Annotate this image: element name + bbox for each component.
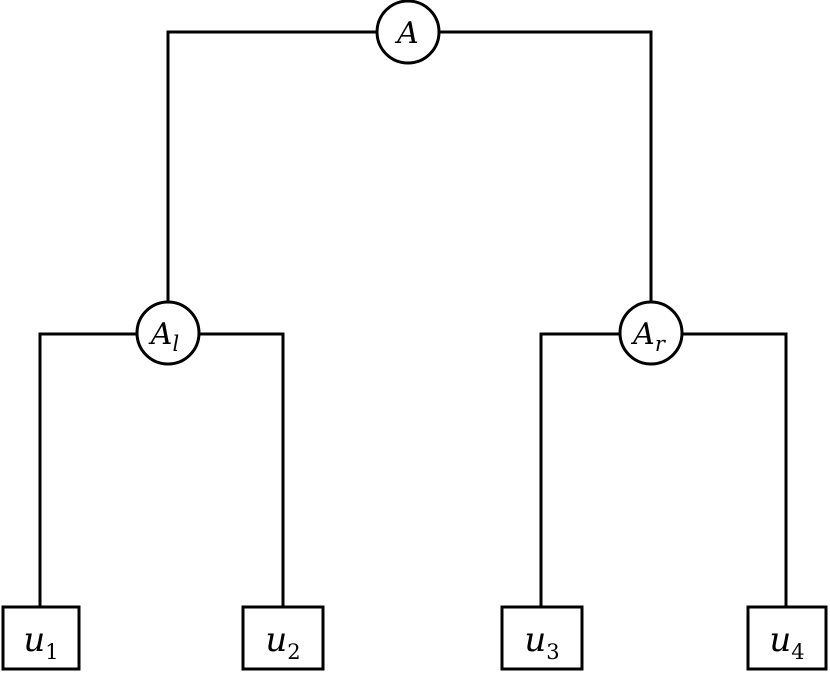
root-node: A xyxy=(375,0,441,65)
svg-text:u4: u4 xyxy=(769,620,804,664)
internal-node-left-subscript: l xyxy=(172,332,179,356)
svg-text:u2: u2 xyxy=(265,620,300,664)
leaf-u3-label: u xyxy=(524,620,546,660)
edge-root-to-right xyxy=(438,30,653,318)
svg-text:A: A xyxy=(394,16,419,51)
internal-node-left-label: A xyxy=(148,317,173,352)
leaf-node-u3: u3 xyxy=(500,605,584,671)
leaf-node-u4: u4 xyxy=(746,605,828,671)
svg-text:Ar: Ar xyxy=(630,317,667,356)
edge-right-to-u4 xyxy=(681,332,788,608)
edge-right-to-u3 xyxy=(539,332,622,608)
internal-node-left: Al xyxy=(135,300,201,366)
leaf-u3-subscript: 3 xyxy=(546,640,559,664)
internal-node-right-label: A xyxy=(630,317,655,352)
edge-root-to-left xyxy=(166,30,378,318)
internal-node-right-subscript: r xyxy=(655,332,667,356)
svg-text:Al: Al xyxy=(148,317,179,356)
svg-text:u3: u3 xyxy=(524,620,559,664)
leaf-u1-subscript: 1 xyxy=(45,640,58,664)
leaf-node-u2: u2 xyxy=(241,605,325,671)
root-node-label: A xyxy=(394,16,419,51)
leaf-u2-subscript: 2 xyxy=(287,640,300,664)
leaf-u4-subscript: 4 xyxy=(791,640,804,664)
internal-node-right: Ar xyxy=(618,300,684,366)
edge-left-to-u1 xyxy=(38,332,138,608)
edge-left-to-u2 xyxy=(197,332,285,608)
svg-text:u1: u1 xyxy=(23,620,58,664)
leaf-node-u1: u1 xyxy=(1,605,81,671)
leaf-u1-label: u xyxy=(23,620,45,660)
leaf-u2-label: u xyxy=(265,620,287,660)
leaf-u4-label: u xyxy=(769,620,791,660)
